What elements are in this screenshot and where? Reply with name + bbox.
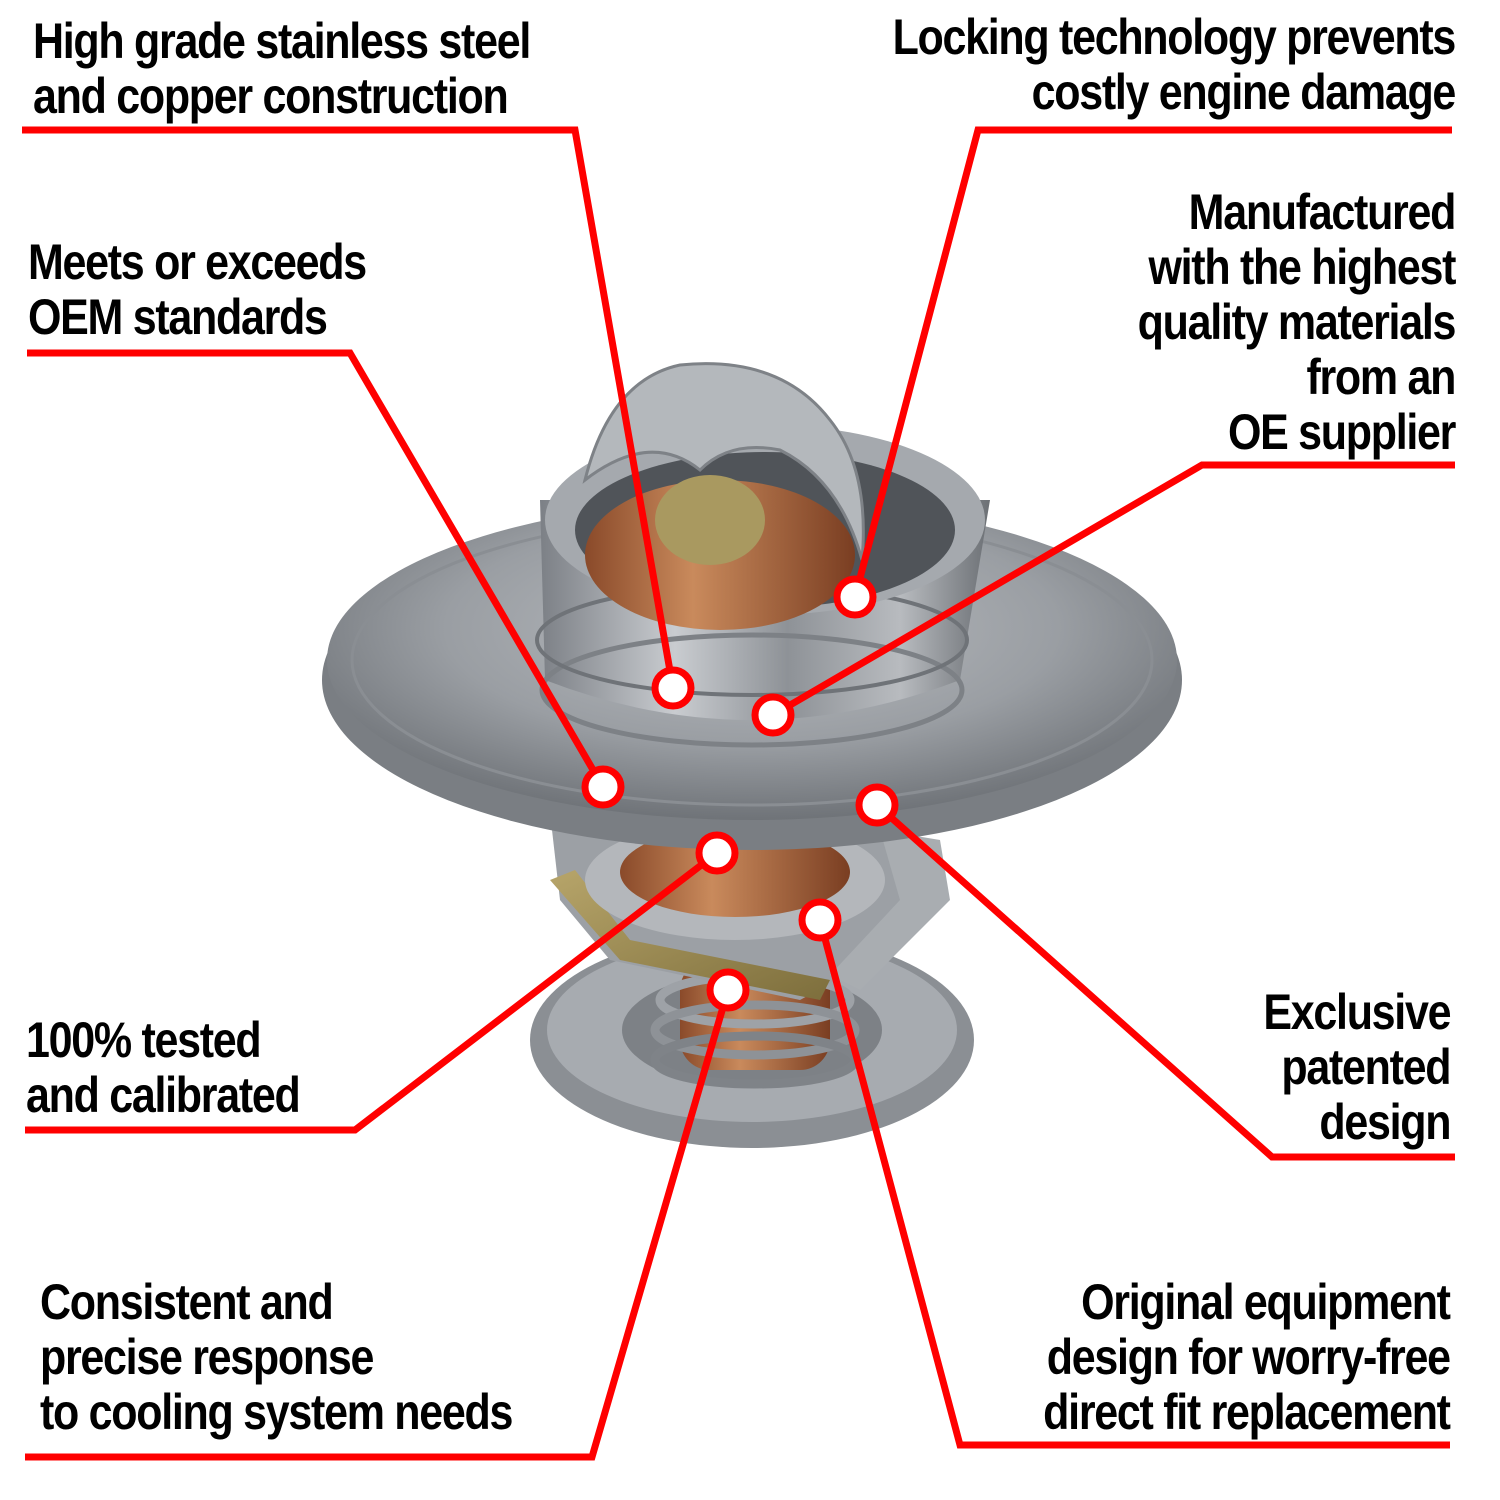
callout-line: and copper construction xyxy=(33,68,509,124)
callout-line: precise response xyxy=(40,1329,374,1385)
callout-line: Locking technology prevents xyxy=(892,9,1457,65)
callout-oem: Meets or exceeds OEM standards xyxy=(28,234,367,345)
dot-manufactured[interactable] xyxy=(751,693,795,737)
callout-locking: Locking technology prevents costly engin… xyxy=(892,9,1457,120)
callout-line: design for worry-free xyxy=(1046,1329,1451,1385)
leader-tested xyxy=(25,850,720,1134)
dot-consistent[interactable] xyxy=(706,968,750,1012)
callout-line: Manufactured xyxy=(1188,184,1457,240)
leader-patented xyxy=(874,802,1455,1161)
dot-original[interactable] xyxy=(798,898,842,942)
callout-line: costly engine damage xyxy=(1031,64,1457,120)
leader-stainless xyxy=(22,126,677,689)
callout-line: Consistent and xyxy=(40,1274,334,1330)
callout-line: quality materials xyxy=(1137,294,1457,350)
callout-line: Meets or exceeds xyxy=(28,234,367,290)
callout-line: to cooling system needs xyxy=(40,1384,513,1440)
callout-line: design xyxy=(1319,1094,1451,1150)
dot-locking[interactable] xyxy=(833,575,877,619)
frame-bracket xyxy=(550,820,950,1000)
callout-line: patented xyxy=(1281,1039,1451,1095)
callout-patented: Exclusive patented design xyxy=(1263,984,1451,1150)
callout-stainless: High grade stainless steel and copper co… xyxy=(33,13,531,124)
callout-line: with the highest xyxy=(1148,239,1456,295)
callout-line: OE supplier xyxy=(1227,404,1456,460)
callout-manufactured: Manufactured with the highest quality ma… xyxy=(1137,184,1457,460)
callout-line: OEM standards xyxy=(28,289,328,345)
callout-line: direct fit replacement xyxy=(1043,1384,1451,1440)
leader-consistent xyxy=(25,989,732,1461)
leader-locking xyxy=(851,126,1452,598)
dot-oem[interactable] xyxy=(581,765,625,809)
dot-tested[interactable] xyxy=(695,831,739,875)
locking-tab xyxy=(582,362,865,561)
callout-original: Original equipment design for worry-free… xyxy=(1043,1274,1451,1440)
callout-line: Original equipment xyxy=(1081,1274,1451,1330)
callout-line: from an xyxy=(1306,349,1456,405)
callout-consistent: Consistent and precise response to cooli… xyxy=(40,1274,513,1440)
callout-line: Exclusive xyxy=(1263,984,1451,1040)
dot-stainless[interactable] xyxy=(651,666,695,710)
callout-dots xyxy=(581,575,899,1012)
callout-line: High grade stainless steel xyxy=(33,13,531,69)
leader-manufactured xyxy=(771,461,1455,719)
callout-line: 100% tested xyxy=(26,1012,262,1068)
callout-line: and calibrated xyxy=(26,1067,301,1123)
dot-patented[interactable] xyxy=(855,783,899,827)
leader-oem xyxy=(27,349,607,789)
callout-tested: 100% tested and calibrated xyxy=(26,1012,301,1123)
leader-lines xyxy=(22,126,1455,1461)
leader-original xyxy=(816,919,1450,1449)
